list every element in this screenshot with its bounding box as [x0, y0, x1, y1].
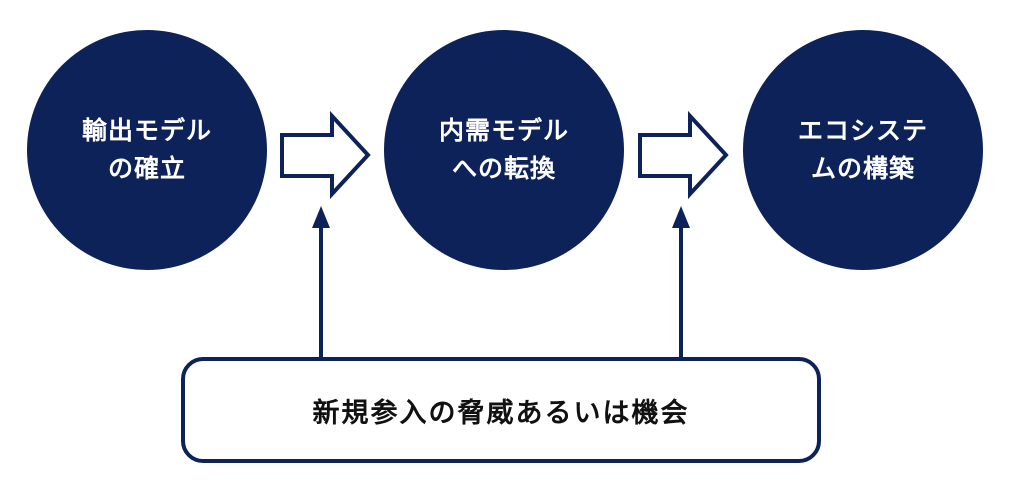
stage-circle-export: 輸出モデル の確立 — [27, 30, 267, 270]
right-arrow-icon — [280, 110, 371, 200]
stage-label-export: 輸出モデル の確立 — [81, 116, 212, 183]
up-arrow-icon — [672, 206, 690, 357]
stage-label-domestic: 内需モデル への転換 — [438, 116, 569, 183]
trigger-box: 新規参入の脅威あるいは機会 — [181, 357, 821, 463]
up-arrow-icon — [312, 206, 330, 357]
stage-circle-ecosystem: エコシステ ムの構築 — [743, 30, 983, 270]
stage-circle-domestic: 内需モデル への転換 — [384, 30, 624, 270]
stage-label-ecosystem: エコシステ ムの構築 — [797, 116, 928, 183]
trigger-label: 新規参入の脅威あるいは機会 — [312, 397, 690, 429]
right-arrow-icon — [638, 110, 729, 200]
